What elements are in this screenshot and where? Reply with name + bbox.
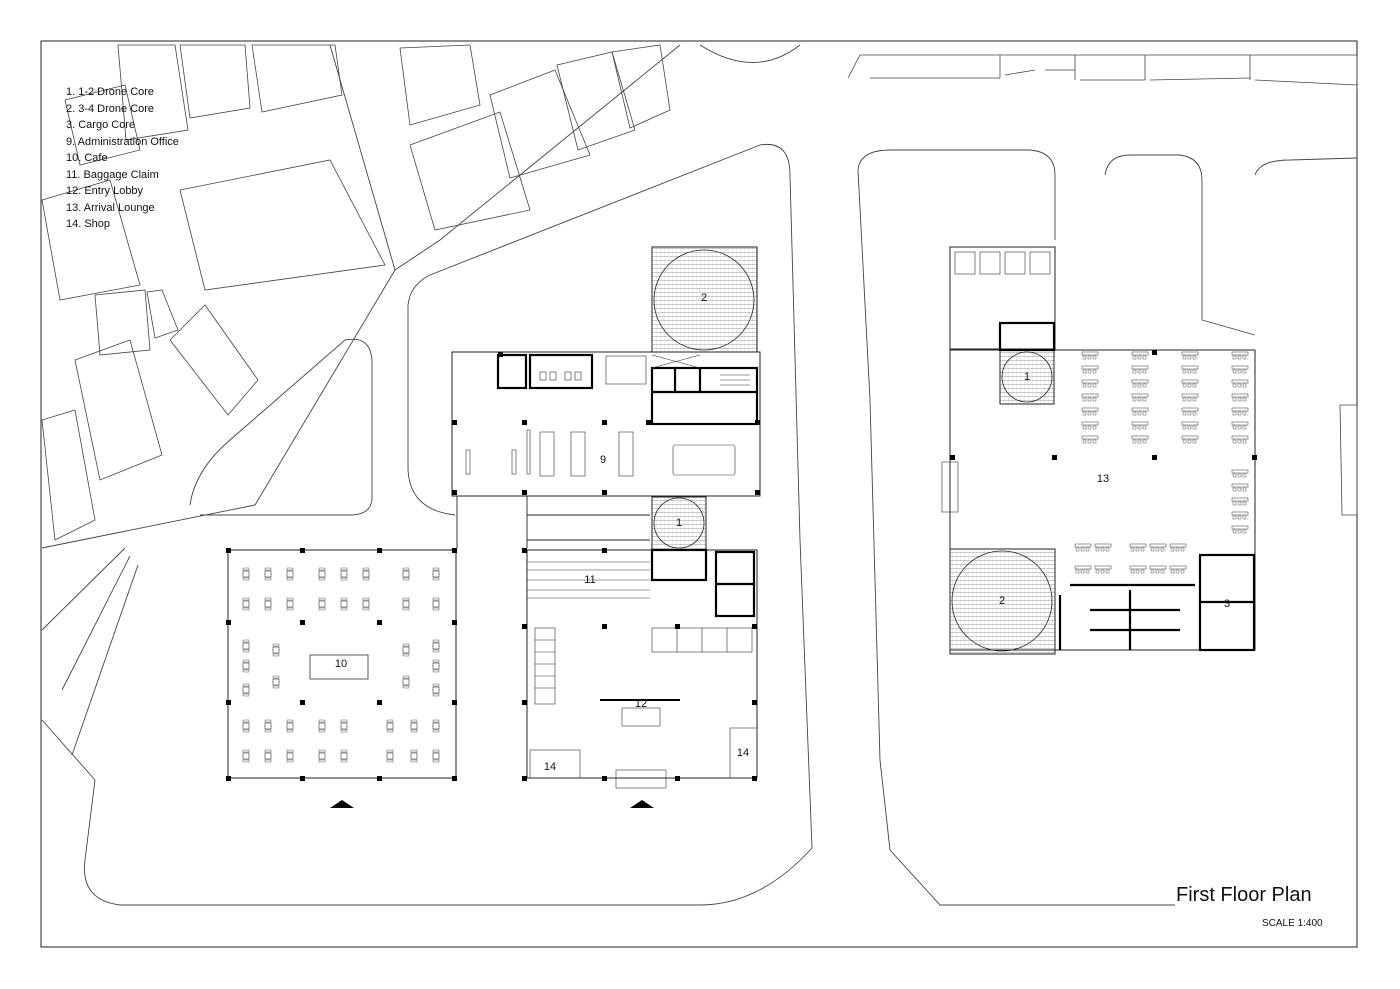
legend-item: 14. Shop xyxy=(66,218,111,230)
legend-item: 9. Administration Office xyxy=(66,135,179,148)
room-label-arrival-core-2: 2 xyxy=(998,595,1006,607)
legend-item: 3. Cargo Core xyxy=(66,119,136,131)
lobby-entry-arrow xyxy=(630,800,654,808)
room-label-cafe: 10 xyxy=(334,658,348,670)
site-context xyxy=(41,44,1358,541)
room-label-admin-office: 9 xyxy=(599,454,607,466)
room-label-admin-core: 2 xyxy=(700,292,708,304)
arrival-block xyxy=(941,246,1257,655)
legend-item: 13. Arrival Lounge xyxy=(66,201,155,214)
legend-item: 10. Cafe xyxy=(66,152,108,164)
drawing-title: First Floor Plan xyxy=(1176,884,1312,906)
legend-item: 11. Baggage Claim xyxy=(66,168,159,181)
legend-item: 12. Entry Lobby xyxy=(66,185,144,197)
room-label-shop-right: 14 xyxy=(736,747,750,759)
room-label-cargo-core: 3 xyxy=(1223,598,1231,610)
cafe-block xyxy=(226,548,457,808)
admin-block xyxy=(451,246,761,497)
lobby-block xyxy=(522,548,758,808)
legend-item: 1. 1-2 Drone Core xyxy=(66,86,155,98)
room-label-arrival-lounge: 13 xyxy=(1096,473,1110,485)
cafe-entry-arrow xyxy=(330,800,354,808)
connector xyxy=(456,496,650,548)
room-label-entry-lobby: 12 xyxy=(634,698,648,710)
room-label-arrival-core-1: 1 xyxy=(1023,371,1031,383)
legend: 1. 1-2 Drone Core 2. 3-4 Drone Core 3. C… xyxy=(66,84,179,233)
room-label-baggage-claim: 11 xyxy=(584,574,596,586)
legend-item: 2. 3-4 Drone Core xyxy=(66,102,155,115)
room-label-central-core: 1 xyxy=(675,517,683,529)
road-curbs xyxy=(41,44,1358,906)
drawing-scale: SCALE 1:400 xyxy=(1262,918,1323,929)
room-label-shop-left: 14 xyxy=(543,761,557,773)
